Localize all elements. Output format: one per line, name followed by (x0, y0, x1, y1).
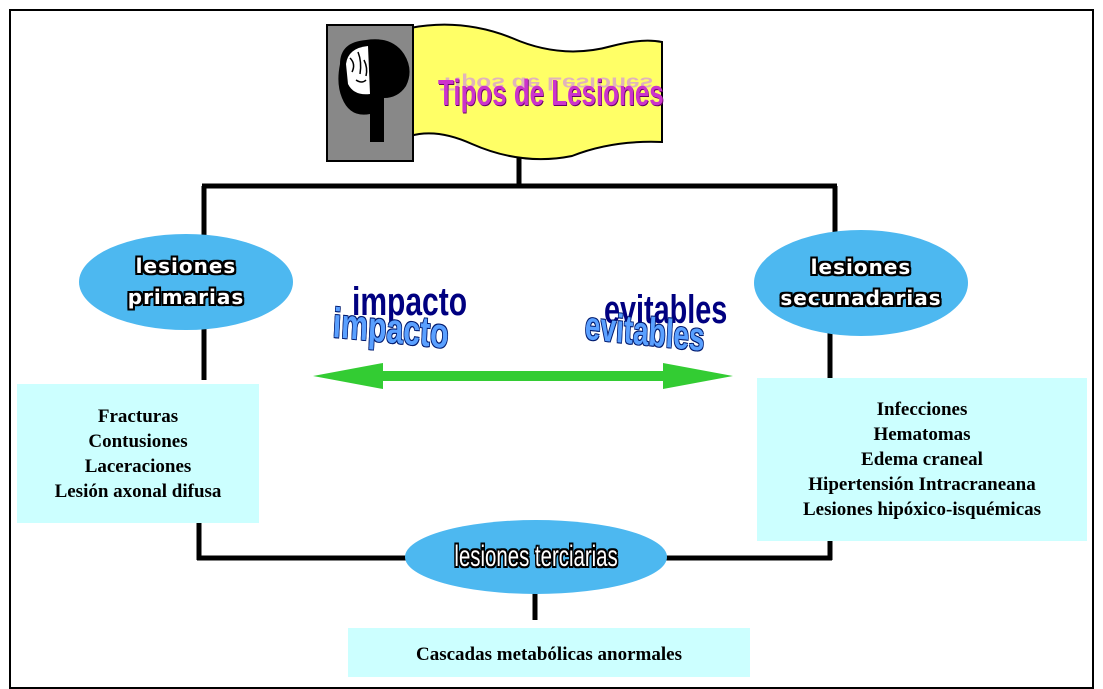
page-title: Tipos de Lesiones (438, 72, 664, 113)
impacto-label: impacto (331, 299, 450, 358)
tertiary-item-box: Cascadas metabólicas anormales (348, 628, 750, 677)
secondary-item: Infecciones (876, 399, 968, 420)
evitables-label-shadow: evitables (604, 288, 728, 332)
double-arrow (313, 363, 733, 389)
secondary-oval-line1: lesiones (810, 255, 912, 279)
secondary-items-box: Infecciones Hematomas Edema craneal Hipe… (757, 378, 1087, 541)
primary-oval-label: lesiones primarias (77, 232, 295, 332)
secondary-item: Edema craneal (861, 449, 983, 470)
primary-item: Contusiones (88, 430, 188, 452)
title-banner: Tipos de Lesiones Tipos de Lesiones (322, 16, 672, 162)
secondary-oval-line2: secunadarias (780, 286, 942, 310)
tertiary-oval-label: lesiones terciarias (454, 540, 618, 573)
secondary-oval-label: lesiones secunadarias (752, 228, 970, 338)
primary-item: Laceraciones (84, 455, 192, 477)
primary-oval (79, 234, 293, 330)
primary-oval-line1: lesiones (135, 254, 237, 278)
primary-item: Lesión axonal difusa (54, 480, 222, 502)
primary-item: Fracturas (97, 405, 179, 427)
impacto-label-shadow: impacto (352, 280, 468, 324)
secondary-item: Hipertensión Intracraneana (808, 474, 1036, 495)
primary-items-box: Fracturas Contusiones Laceraciones Lesió… (17, 384, 259, 523)
secondary-oval (754, 230, 968, 336)
secondary-item: Lesiones hipóxico-isquémicas (802, 499, 1042, 520)
tertiary-oval-label-wrap: lesiones terciarias (403, 518, 669, 596)
primary-oval-line2: primarias (127, 285, 245, 309)
secondary-item: Hematomas (873, 424, 971, 445)
tertiary-item: Cascadas metabólicas anormales (416, 644, 682, 665)
brain-icon (326, 24, 414, 162)
tertiary-oval (405, 520, 667, 594)
